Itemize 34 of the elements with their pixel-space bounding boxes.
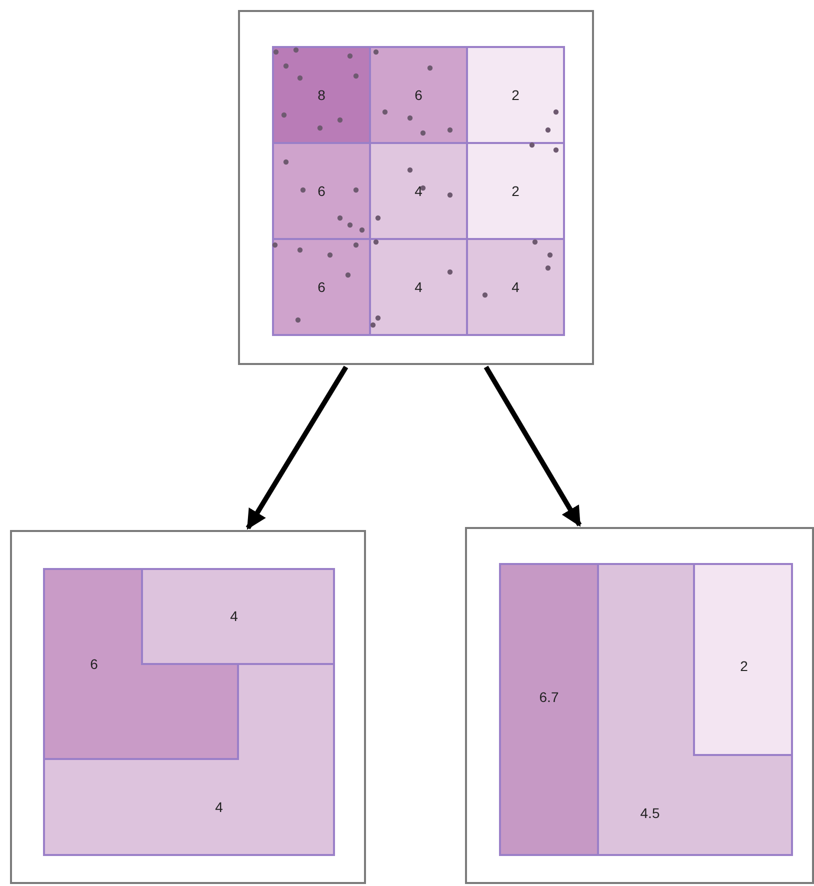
map-frame <box>238 10 594 365</box>
map-frame <box>465 527 814 884</box>
zone-region <box>500 564 598 855</box>
zone-value: 4 <box>414 280 422 294</box>
zone-value: 2 <box>512 184 520 198</box>
zone-value: 2 <box>740 659 748 673</box>
zone-value: 6 <box>318 280 326 294</box>
map-frame <box>10 530 366 884</box>
grid-cell <box>273 239 370 335</box>
grid-cell <box>467 239 564 335</box>
arrow <box>484 366 582 527</box>
zone-value: 4 <box>230 609 238 623</box>
grid-cell <box>370 143 467 239</box>
grid-cell <box>273 47 370 143</box>
grid-cell <box>467 143 564 239</box>
zone-value: 6 <box>90 657 98 671</box>
zone-value: 4.5 <box>640 806 660 820</box>
zone-region <box>142 569 334 664</box>
zone-region <box>694 564 792 755</box>
zone-value: 4 <box>512 280 520 294</box>
zone-region <box>44 569 238 759</box>
zone-value: 2 <box>512 88 520 102</box>
zone-region <box>598 564 792 855</box>
zone-value: 4 <box>215 800 223 814</box>
arrow <box>246 366 348 530</box>
zone-value: 6 <box>414 88 422 102</box>
zone-value: 4 <box>414 184 422 198</box>
zone-value: 6.7 <box>539 690 559 704</box>
grid-cell <box>467 47 564 143</box>
zone-value: 8 <box>318 88 326 102</box>
zone-value: 6 <box>318 184 326 198</box>
grid-cell <box>370 239 467 335</box>
grid-cell <box>370 47 467 143</box>
grid-cell <box>273 143 370 239</box>
